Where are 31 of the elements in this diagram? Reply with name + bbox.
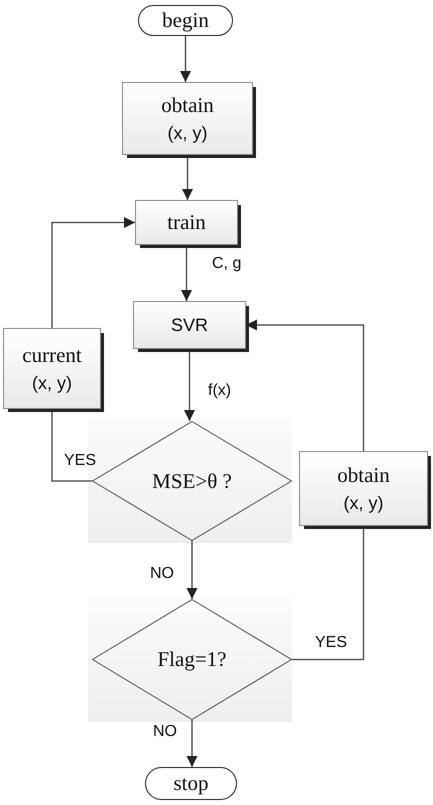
edge-label: YES (315, 635, 348, 651)
process-box (133, 301, 246, 349)
arrow (186, 541, 198, 599)
arrow (182, 155, 193, 200)
node-text: stop (173, 770, 208, 797)
edge-label: NO (150, 566, 174, 582)
arrow (51, 217, 135, 328)
process-box (299, 451, 428, 526)
process-box (135, 200, 238, 245)
node-text: (x, y) (32, 372, 72, 395)
arrow (246, 320, 364, 451)
node-text: begin (162, 7, 209, 34)
node-text: SVR (170, 314, 208, 336)
node-text: (x, y) (344, 492, 384, 515)
edge-label: YES (64, 453, 96, 469)
node-text: train (167, 209, 206, 236)
node-text: MSE>θ ? (152, 468, 232, 494)
edge-label: NO (153, 724, 177, 740)
arrow (180, 36, 191, 82)
arrow (181, 245, 192, 301)
arrow (184, 349, 195, 421)
node-text: Flag=1? (158, 646, 226, 673)
process-box (122, 82, 253, 155)
node-text: obtain (337, 462, 390, 488)
edge-label: f(x) (208, 383, 232, 399)
process-box (3, 328, 101, 409)
arrow (186, 720, 198, 767)
node-text: obtain (161, 92, 214, 118)
node-text: current (22, 342, 82, 368)
node-text: (x, y) (168, 122, 208, 145)
edge-label: C, g (212, 256, 242, 272)
